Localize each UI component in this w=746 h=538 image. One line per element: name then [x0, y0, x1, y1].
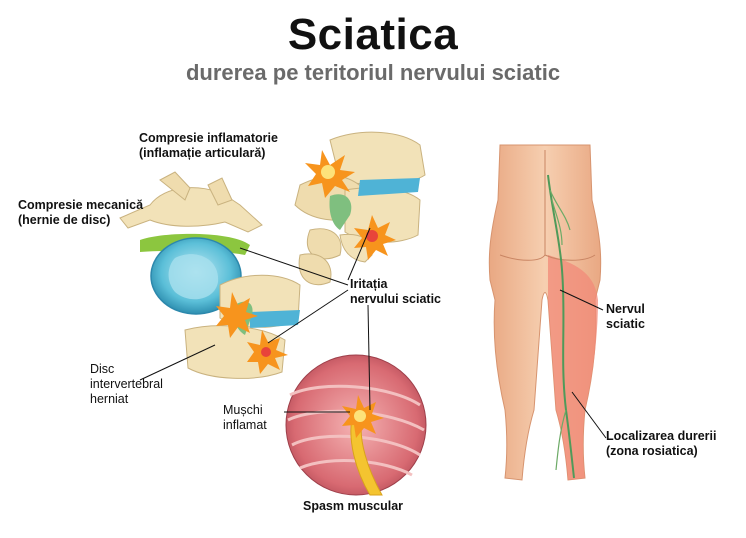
vertebra-top-illustration [294, 131, 426, 286]
vertebra-left-illustration [119, 171, 263, 315]
label-line: Nervul [606, 302, 645, 316]
label-line: sciatic [606, 317, 645, 331]
label-muschi-inflamat: Mușchi inflamat [223, 403, 267, 433]
page-title: Sciatica [287, 10, 459, 59]
label-line: nervului sciatic [350, 292, 442, 306]
label-line: Iritația [350, 277, 388, 291]
vertebra-lower-illustration [184, 274, 301, 379]
page-subtitle: durerea pe teritoriul nervului sciatic [185, 60, 561, 85]
label-compresie-inflamatorie: Compresie inflamatorie (inflamație artic… [139, 131, 278, 161]
muscle-spasm-illustration [285, 354, 427, 496]
label-line: (hernie de disc) [18, 213, 111, 227]
label-line: intervertebral [90, 377, 163, 391]
label-compresie-mecanica: Compresie mecanică (hernie de disc) [18, 198, 143, 228]
label-line: Compresie inflamatorie [139, 131, 278, 145]
body-back-illustration [488, 144, 602, 481]
label-line: Disc [90, 362, 115, 376]
label-line: inflamat [223, 418, 267, 432]
label-line: Compresie mecanică [18, 198, 144, 212]
label-line: Localizarea durerii [606, 429, 717, 443]
leader-lines [139, 227, 607, 439]
label-spasm-muscular: Spasm muscular [303, 499, 404, 513]
label-localizarea-durerii: Localizarea durerii (zona rosiatica) [606, 429, 716, 459]
label-nervul-sciatic: Nervul sciatic [606, 302, 645, 332]
label-line: (inflamație articulară) [139, 146, 266, 160]
label-disc-herniat: Disc intervertebral herniat [90, 362, 163, 407]
label-line: herniat [90, 392, 129, 406]
label-line: Mușchi [223, 403, 263, 417]
label-line: (zona rosiatica) [606, 444, 698, 458]
label-iritatia: Iritația nervului sciatic [350, 277, 441, 307]
